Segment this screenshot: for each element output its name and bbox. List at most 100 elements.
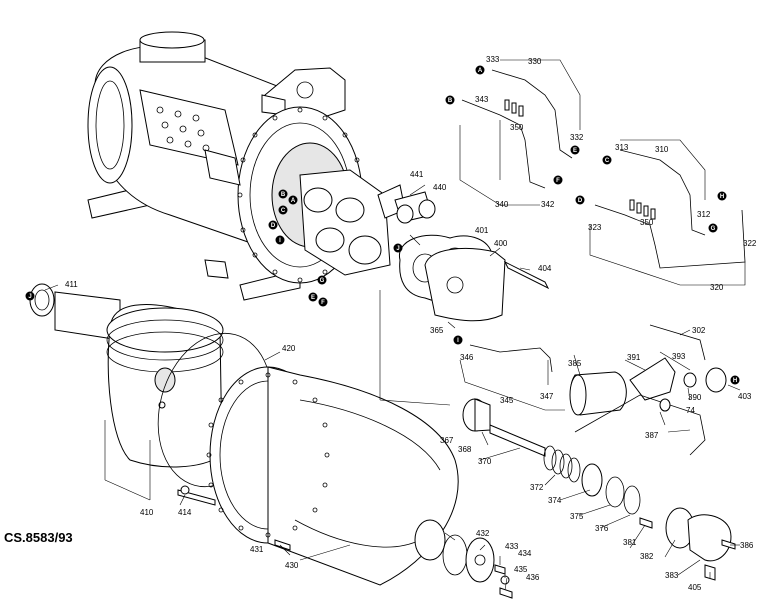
part-number: 414	[178, 508, 192, 517]
part-number: 333	[486, 55, 500, 64]
group-frames	[459, 59, 746, 411]
pipe-assembly-345	[469, 344, 553, 373]
part-number: 400	[494, 239, 508, 248]
part-number: 347	[540, 392, 554, 401]
piston-367	[462, 398, 491, 432]
ref-badge-c1: C	[602, 155, 612, 165]
part-number: 433	[505, 542, 519, 551]
ref-letter-g2: G	[320, 278, 325, 284]
ref-letter-b1: B	[448, 98, 453, 104]
ref-letter-h1: H	[720, 194, 724, 200]
ref-letter-d2: D	[271, 223, 276, 229]
part-number: 404	[538, 264, 552, 273]
ref-badge-j2: J	[393, 243, 403, 253]
pipe-387	[574, 394, 706, 456]
part-number: 310	[655, 145, 669, 154]
ring-375	[605, 476, 625, 508]
part-number: 346	[460, 353, 474, 362]
ref-badge-h1: H	[717, 191, 727, 201]
ref-letter-f2: F	[321, 300, 325, 306]
part-number: 376	[595, 524, 609, 533]
part-number: 372	[530, 483, 544, 492]
housing-430	[206, 366, 459, 586]
pipe-assembly-310	[594, 149, 746, 269]
slide-valve-block	[299, 169, 391, 276]
part-number: 434	[518, 549, 532, 558]
ref-badge-b2: B	[278, 189, 288, 199]
ref-badge-e1: E	[570, 145, 580, 155]
part-number: 374	[548, 496, 562, 505]
ref-badge-i1: I	[453, 335, 463, 345]
pipe-302	[649, 324, 706, 361]
part-number: 393	[672, 352, 686, 361]
ref-letter-h2: H	[733, 378, 737, 384]
ref-letter-i1: I	[457, 338, 459, 344]
fitting-390	[683, 372, 697, 388]
part-number: 401	[475, 226, 489, 235]
part-number: 436	[526, 573, 540, 582]
ref-badge-j1: J	[25, 291, 35, 301]
part-number: 440	[433, 183, 447, 192]
ref-badge-e2: E	[308, 292, 318, 302]
ref-letter-a2: A	[291, 198, 296, 204]
part-number: 342	[541, 200, 555, 209]
ring-376	[623, 485, 641, 515]
disc-374	[581, 463, 603, 497]
part-number: 350	[510, 123, 524, 132]
part-number: 390	[688, 393, 702, 402]
ref-letter-e2: E	[311, 295, 315, 301]
ref-letter-j2: J	[396, 246, 399, 252]
part-number: 432	[476, 529, 490, 538]
ref-letter-d1: D	[578, 198, 583, 204]
shaft-370	[489, 424, 546, 457]
part-number: 332	[570, 133, 584, 142]
bracket-391	[629, 357, 676, 401]
part-number: 375	[570, 512, 584, 521]
ref-letter-f1: F	[556, 178, 560, 184]
cover-400	[424, 248, 506, 322]
part-number: 411	[65, 280, 78, 289]
part-number: 410	[140, 508, 154, 517]
ref-letter-a1: A	[478, 68, 483, 74]
part-number: 420	[282, 344, 296, 353]
fasteners-434-436	[494, 564, 513, 599]
part-number-labels: 333 330 343 350 332 340 342 313 310 350 …	[65, 55, 757, 592]
pipe-assembly-330	[461, 69, 573, 189]
part-number: 322	[743, 239, 757, 248]
ref-letter-i2: I	[279, 238, 281, 244]
part-number: 320	[710, 283, 724, 292]
part-number: 381	[623, 538, 637, 547]
part-number: 441	[410, 170, 424, 179]
ref-badge-c2: C	[278, 205, 288, 215]
ref-badge-f2: F	[318, 297, 328, 307]
spring-372	[543, 445, 581, 483]
part-number: 385	[568, 359, 582, 368]
part-number: 370	[478, 457, 492, 466]
ref-badge-f1: F	[553, 175, 563, 185]
ref-badge-a1: A	[475, 65, 485, 75]
part-number: 345	[500, 396, 514, 405]
gasket-432	[442, 534, 468, 576]
part-number: 403	[738, 392, 752, 401]
part-number: 367	[440, 436, 454, 445]
part-number: 74	[686, 406, 695, 415]
ref-badge-g2: G	[317, 275, 327, 285]
ref-badge-a2: A	[288, 195, 298, 205]
reference-badges: A B E F C D G H B A C D I J G E F J I H	[25, 65, 740, 385]
part-number: 343	[475, 95, 489, 104]
cover-433	[465, 537, 495, 583]
bolt-386	[721, 539, 736, 550]
bolt-381	[639, 517, 653, 529]
rod-404	[503, 260, 550, 290]
part-number: 431	[250, 545, 264, 554]
part-number: 365	[430, 326, 444, 335]
ref-letter-c2: C	[281, 208, 286, 214]
part-number: 323	[588, 223, 602, 232]
bolt-431	[274, 539, 291, 551]
part-number: 430	[285, 561, 299, 570]
ref-badge-h2: H	[730, 375, 740, 385]
part-number: 405	[688, 583, 702, 592]
fitting-403	[705, 367, 727, 393]
part-number: 387	[645, 431, 659, 440]
